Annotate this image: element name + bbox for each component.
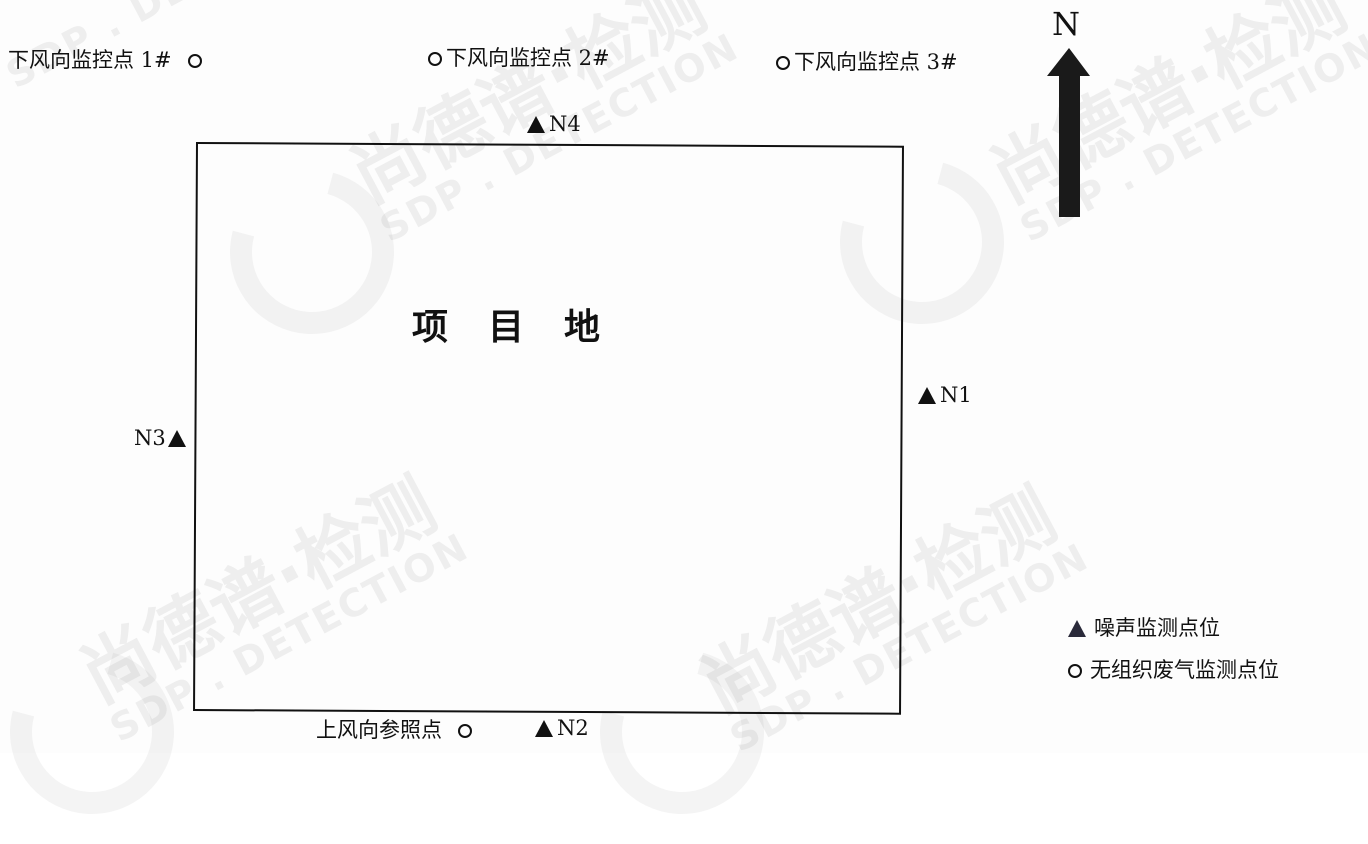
site-label: 项目地 <box>412 307 641 348</box>
noise-point-n3: N3 <box>134 428 186 449</box>
upwind-point-label: 上风向参照点 <box>316 718 442 742</box>
downwind-point-3-label: 下风向监控点 3# <box>794 50 958 74</box>
noise-point-n4-label: N4 <box>549 112 581 136</box>
triangle-marker-icon <box>527 116 545 133</box>
north-arrow: N <box>1040 8 1098 220</box>
triangle-marker-icon <box>1068 620 1086 637</box>
legend-fugitive-gas: 无组织废气监测点位 <box>1068 660 1279 681</box>
north-arrow-icon <box>1047 48 1090 217</box>
legend-fugitive-gas-label: 无组织废气监测点位 <box>1090 658 1279 682</box>
upwind-point: 上风向参照点 <box>316 720 472 741</box>
circle-marker-icon <box>1068 663 1082 678</box>
downwind-point-1: 下风向监控点 1# <box>8 50 202 71</box>
circle-marker-icon <box>458 723 472 738</box>
circle-marker-icon <box>776 55 790 70</box>
north-label: N <box>1052 5 1080 43</box>
watermark: 尚德谱·检测 SDP . DETECTION <box>977 0 1368 251</box>
project-site-boundary <box>193 142 904 715</box>
noise-point-n3-label: N3 <box>134 426 166 450</box>
noise-point-n1: N1 <box>918 385 972 406</box>
downwind-point-2-label: 下风向监控点 2# <box>446 46 610 70</box>
triangle-marker-icon <box>918 387 936 404</box>
noise-point-n1-label: N1 <box>940 383 972 407</box>
watermark-logo <box>0 619 205 844</box>
legend-noise: 噪声监测点位 <box>1068 618 1220 639</box>
noise-point-n2-label: N2 <box>557 716 589 740</box>
downwind-point-1-label: 下风向监控点 1# <box>8 48 172 72</box>
noise-point-n4: N4 <box>527 114 581 135</box>
triangle-marker-icon <box>535 720 553 737</box>
downwind-point-3: 下风向监控点 3# <box>776 52 958 73</box>
circle-marker-icon <box>428 51 442 66</box>
triangle-marker-icon <box>167 430 186 447</box>
downwind-point-2: 下风向监控点 2# <box>428 48 610 69</box>
circle-marker-icon <box>187 53 202 68</box>
noise-point-n2: N2 <box>535 718 589 739</box>
legend-noise-label: 噪声监测点位 <box>1094 616 1220 640</box>
